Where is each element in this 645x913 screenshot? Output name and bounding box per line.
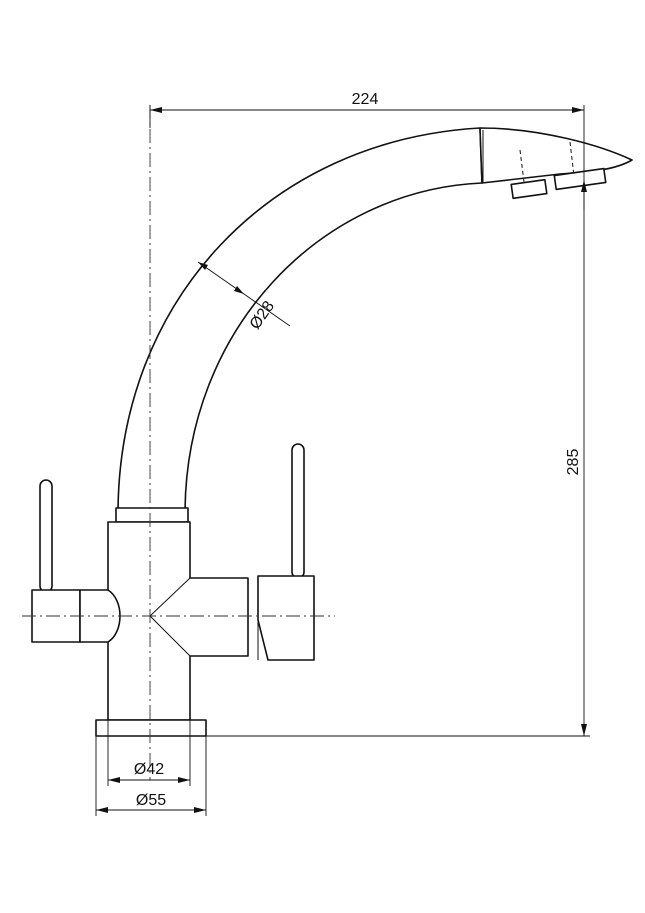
- base-outer-diameter-dimension: Ø55: [95, 736, 207, 816]
- base-inner-diameter-dimension: Ø42: [107, 720, 191, 786]
- center-lines: [22, 105, 335, 780]
- reach-label: 224: [352, 91, 379, 108]
- base-inner-diameter-label: Ø42: [134, 761, 164, 778]
- right-handle: [257, 443, 315, 661]
- base-flange: [95, 719, 207, 737]
- neck-collar: [115, 507, 189, 523]
- faucet-body: [107, 521, 249, 721]
- spout: [117, 127, 633, 515]
- base-outer-diameter-label: Ø55: [136, 792, 166, 809]
- outlet-nozzles: [510, 167, 607, 200]
- height-label: 285: [565, 449, 582, 476]
- height-dimension: 285: [206, 180, 590, 737]
- left-handle: [31, 479, 121, 643]
